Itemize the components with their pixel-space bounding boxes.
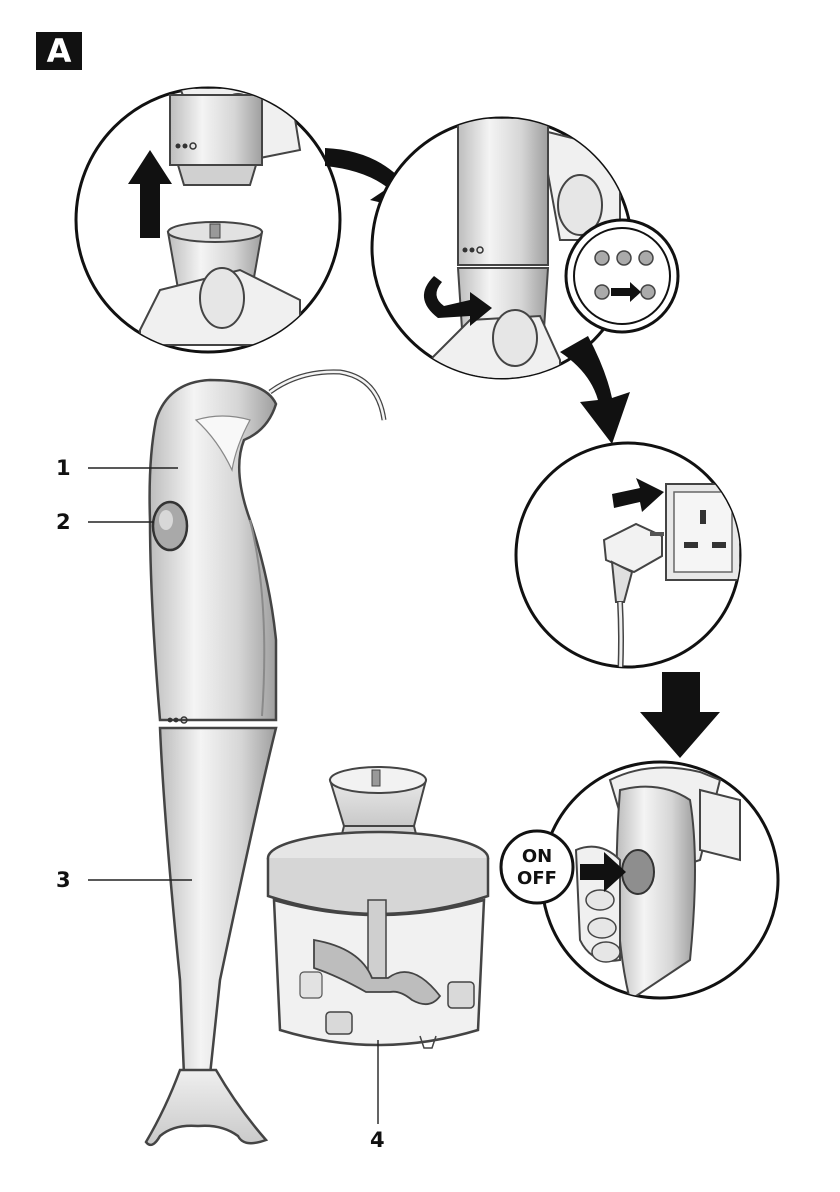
down-arrow-icon: [560, 336, 630, 444]
power-cord: [270, 372, 384, 420]
detail-circle-switch: [542, 762, 778, 1000]
down-arrow-icon: [640, 672, 720, 758]
chopper-bowl: [268, 767, 488, 1048]
blender-bell: [146, 1070, 266, 1145]
hole-pattern-icon: [566, 220, 678, 332]
motor-unit-bottom: [170, 95, 262, 165]
off-label: OFF: [517, 868, 557, 889]
callout-3: 3: [56, 868, 71, 892]
detail-circle-detach: [76, 88, 340, 352]
blender-shaft: [160, 728, 276, 1075]
on-label: ON: [522, 846, 552, 867]
callout-1: 1: [56, 456, 71, 480]
callout-2: 2: [56, 510, 71, 534]
power-switch-icon: ON OFF: [501, 831, 573, 903]
detail-circle-plug: [516, 443, 740, 680]
callout-4: 4: [370, 1128, 385, 1152]
motor-unit: [458, 118, 548, 265]
